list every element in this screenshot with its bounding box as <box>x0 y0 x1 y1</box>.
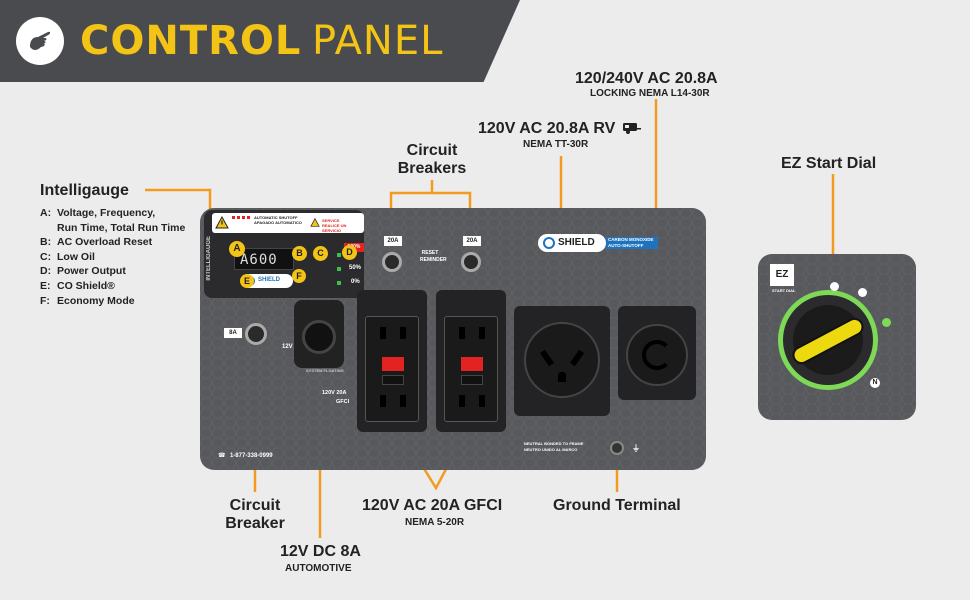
dial-n-marker: N <box>870 378 880 388</box>
service-warning-text: SERVICE REALICE UN SERVICIO <box>322 218 347 233</box>
ez-logo: EZ <box>770 264 794 286</box>
red-led-row <box>232 216 250 219</box>
legend-item-a-cont: Run Time, Total Run Time <box>57 221 186 234</box>
locking-outlet-sub: LOCKING NEMA L14-30R <box>590 88 710 99</box>
fuel-icon <box>858 288 867 297</box>
breaker-1-rating: 20A <box>384 236 402 246</box>
led-50 <box>337 267 341 271</box>
rv-camper-icon <box>622 123 641 135</box>
marker-c: C <box>313 246 328 261</box>
ground-terminal-label: Ground Terminal <box>553 497 681 514</box>
rv-outlet-title: 120V AC 20.8A RV <box>478 120 641 138</box>
intelligauge-vertical-label: INTELLIGAUGE <box>206 236 212 281</box>
dc-outlet-title: 12V DC 8A <box>280 543 361 560</box>
dc-12v-socket[interactable] <box>302 320 336 354</box>
circuit-breakers-label: Circuit Breakers <box>397 142 467 177</box>
dc-outlet-housing <box>294 300 344 368</box>
gfci-outlet-2[interactable] <box>436 290 506 432</box>
marker-a: A <box>229 241 245 257</box>
locking-outlet-title: 120/240V AC 20.8A <box>575 70 718 87</box>
co-shield-banner: SHIELD CARBON MONOXIDE AUTO-SHUTOFF <box>538 234 658 252</box>
marker-e: E <box>240 274 254 288</box>
ground-terminal[interactable] <box>610 441 624 455</box>
gfci-outlet-title: 120V AC 20A GFCI <box>362 497 503 514</box>
reset-reminder-label: RESET REMINDER <box>420 250 447 263</box>
pct-50-label: 50% <box>349 265 362 271</box>
support-phone-icon: ☎ <box>218 453 226 459</box>
legend-item-f: F:Economy Mode <box>40 294 135 307</box>
legend-item-a: A:Voltage, Frequency, <box>40 207 156 219</box>
marker-b: B <box>292 246 307 261</box>
start-dial-label: START DIAL <box>772 288 796 293</box>
gfci-outlet-sub: NEMA 5-20R <box>405 517 465 528</box>
phone-row: ☎ 1-877-338-0999 <box>218 444 273 462</box>
legend-item-d: D:Power Output <box>40 265 126 278</box>
page-title-bold: CONTROL <box>80 18 302 64</box>
rv-outlet-sub: NEMA TT-30R <box>523 139 589 150</box>
intelligauge-module: AUTOMATIC SHUTOFF APAGADO AUTOMATICO SER… <box>204 210 364 298</box>
ez-start-dial[interactable] <box>778 290 878 390</box>
service-warning-icon <box>310 218 320 227</box>
gfci-outlet-1[interactable] <box>357 290 427 432</box>
dc-outlet-sub: AUTOMOTIVE <box>285 563 352 574</box>
warning-strip: AUTOMATIC SHUTOFF APAGADO AUTOMATICO SER… <box>212 213 364 233</box>
gfci-reset-button[interactable] <box>461 357 483 371</box>
co-shield-logo-icon <box>543 237 555 249</box>
legend-item-b: B:AC Overload Reset <box>40 236 153 249</box>
legend-item-e: E:CO Shield® <box>40 279 115 292</box>
locking-outlet[interactable] <box>618 306 696 400</box>
led-100 <box>337 253 341 257</box>
co-auto-shutoff-text: CARBON MONOXIDE AUTO-SHUTOFF <box>606 237 658 249</box>
shutoff-warning-text: AUTOMATIC SHUTOFF APAGADO AUTOMATICO <box>254 215 302 225</box>
circuit-breaker-8a[interactable] <box>245 323 267 345</box>
marker-d: D <box>342 245 357 260</box>
neutral-bonded-label: NEUTRAL BONDED TO FRAME NEUTRO UNIDO AL … <box>524 441 584 452</box>
rv-outlet[interactable] <box>514 306 610 416</box>
legend-item-c: C:Low Oil <box>40 250 95 263</box>
circuit-breaker-1[interactable] <box>382 252 402 272</box>
page-title-light: PANEL <box>312 18 444 64</box>
dc-12v-label: 12V <box>282 344 293 350</box>
generator-control-panel: AUTOMATIC SHUTOFF APAGADO AUTOMATICO SER… <box>200 208 706 470</box>
run-icon <box>882 318 891 327</box>
dc-system-note: SYSTEM FLOATING <box>306 368 344 373</box>
dial-off-marker <box>830 282 839 291</box>
ez-start-dial-panel: EZ START DIAL N <box>758 254 916 420</box>
header-band <box>0 0 520 82</box>
gfci-rating-label: 120V 20A <box>322 390 347 396</box>
breaker-8a-rating: 8A <box>224 328 242 338</box>
marker-f: F <box>292 269 306 283</box>
dial-knob-grip[interactable] <box>789 314 867 368</box>
circuit-breaker-2[interactable] <box>461 252 481 272</box>
intelligauge-legend: A:Voltage, Frequency, Run Time, Total Ru… <box>40 206 185 308</box>
pointing-hand-icon <box>16 17 64 65</box>
ground-symbol-icon: ⏚ <box>632 444 640 453</box>
gfci-label: GFCI <box>336 399 350 405</box>
gfci-reset-button[interactable] <box>382 357 404 371</box>
breaker-2-rating: 20A <box>463 236 481 246</box>
warning-icon <box>215 216 229 229</box>
lcd-digits: A600 <box>240 252 278 268</box>
led-0 <box>337 281 341 285</box>
intelligauge-title: Intelligauge <box>40 182 129 199</box>
pct-0-label: 0% <box>351 279 360 285</box>
support-phone: 1-877-338-0999 <box>229 453 273 459</box>
circuit-breaker-label: Circuit Breaker <box>225 497 285 532</box>
ez-start-title: EZ Start Dial <box>781 155 877 172</box>
